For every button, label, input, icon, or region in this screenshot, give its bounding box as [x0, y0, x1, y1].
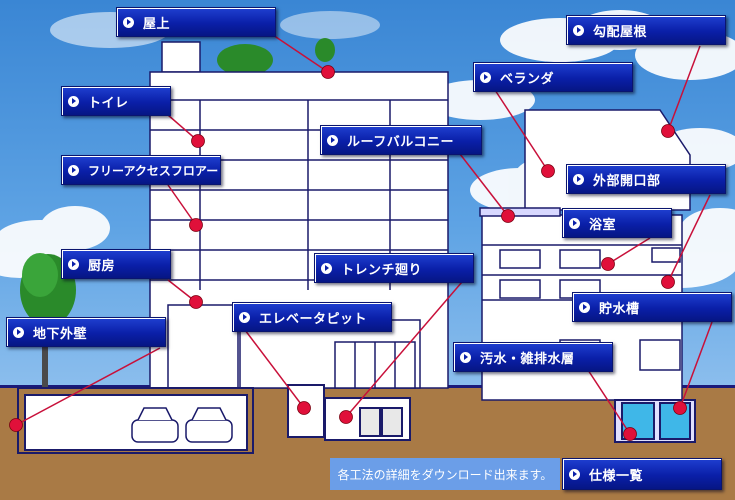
basement-wall-button[interactable]: 地下外壁 [6, 317, 166, 347]
arrow-circle-icon [321, 262, 332, 274]
markers [9, 65, 687, 441]
arrow-circle-icon [579, 301, 590, 313]
arrow-circle-icon [327, 134, 338, 146]
arrow-circle-icon [569, 217, 580, 229]
arrow-circle-icon [573, 24, 584, 36]
free-access-floor-button[interactable]: フリーアクセスフロアー [61, 155, 221, 185]
exterior-opening-button[interactable]: 外部開口部 [566, 164, 726, 194]
arrow-circle-icon [569, 468, 580, 480]
leader-lines [15, 32, 713, 435]
water-tank-button[interactable]: 貯水槽 [572, 292, 732, 322]
arrow-circle-icon [13, 326, 24, 338]
download-note: 各工法の詳細をダウンロード出来ます。 [330, 458, 560, 490]
main-building [149, 41, 449, 389]
arrow-circle-icon [480, 71, 491, 83]
sewage-layer-button[interactable]: 汚水・雑排水層 [453, 342, 613, 372]
arrow-circle-icon [68, 164, 79, 176]
bathroom-button[interactable]: 浴室 [562, 208, 672, 238]
arrow-circle-icon [123, 16, 134, 28]
rooftop-button[interactable]: 屋上 [116, 7, 276, 37]
kitchen-button[interactable]: 厨房 [61, 249, 171, 279]
spec-list-button[interactable]: 仕様一覧 [562, 458, 722, 490]
trench-button[interactable]: トレンチ廻り [314, 253, 474, 283]
arrow-circle-icon [460, 351, 471, 363]
arrow-circle-icon [573, 173, 584, 185]
roof-balcony-button[interactable]: ルーフバルコニー [320, 125, 482, 155]
sloped-roof-button[interactable]: 勾配屋根 [566, 15, 726, 45]
arrow-circle-icon [68, 258, 79, 270]
toilet-button[interactable]: トイレ [61, 86, 171, 116]
arrow-circle-icon [239, 311, 250, 323]
veranda-button[interactable]: ベランダ [473, 62, 633, 92]
parked-cars [131, 407, 233, 443]
elevator-pit-button[interactable]: エレベータピット [232, 302, 392, 332]
arrow-circle-icon [68, 95, 79, 107]
